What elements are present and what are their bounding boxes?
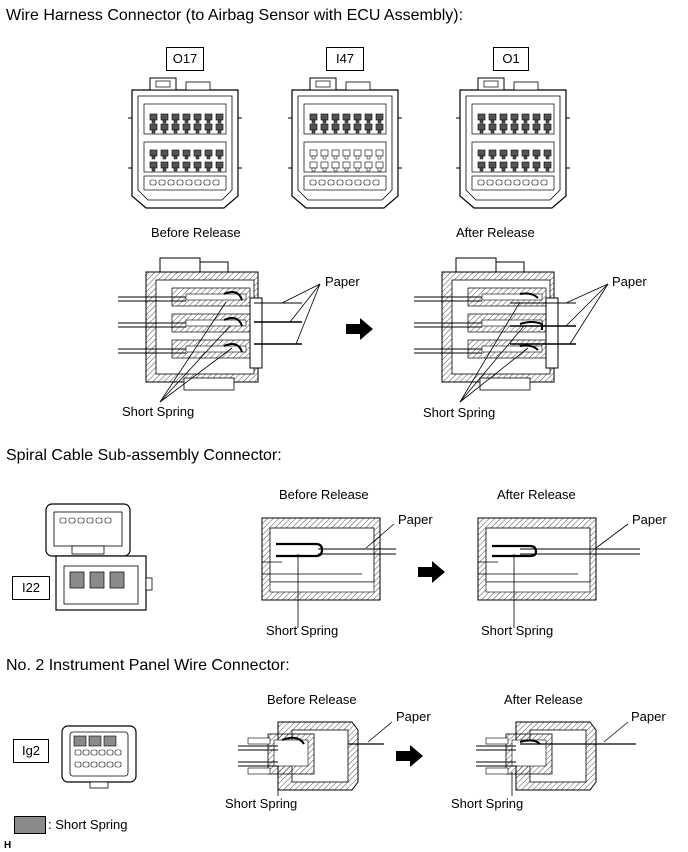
leader-lines-before-1 <box>159 283 321 403</box>
short-spring-label-before-3: Short Spring <box>225 796 298 811</box>
leader-lines-after-1 <box>459 283 609 403</box>
section-2-heading: Spiral Cable Sub-assembly Connector: <box>6 447 282 464</box>
paper-strips-before-1 <box>254 302 302 345</box>
connector-tag-i47: I47 <box>326 47 364 71</box>
connector-tag-o1: O1 <box>493 47 529 71</box>
paper-label-before-2: Paper <box>398 512 433 527</box>
connector-face-i47 <box>287 77 403 209</box>
connector-face-o17 <box>127 77 243 209</box>
paper-label-before-1: Paper <box>325 274 360 289</box>
section-3-heading: No. 2 Instrument Panel Wire Connector: <box>6 657 290 674</box>
arrow-right-2 <box>418 561 445 583</box>
short-spring-label-before-1: Short Spring <box>122 404 195 419</box>
before-release-label-3: Before Release <box>267 692 357 707</box>
before-release-label-1: Before Release <box>151 225 241 240</box>
side-view-after-2 <box>477 517 597 628</box>
connector-face-i22 <box>45 503 153 611</box>
paper-strips-after-1 <box>510 302 576 345</box>
paper-strips-after-2 <box>520 523 640 555</box>
arrow-right-1 <box>346 318 373 340</box>
paper-label-after-2: Paper <box>632 512 667 527</box>
connector-tag-ig2: Ig2 <box>13 739 49 763</box>
legend-label: : Short Spring <box>48 817 128 832</box>
short-spring-label-after-2: Short Spring <box>481 623 554 638</box>
after-release-label-3: After Release <box>504 692 583 707</box>
short-spring-label-after-1: Short Spring <box>423 405 496 420</box>
legend-swatch <box>14 816 46 834</box>
connector-tag-o17: O17 <box>166 47 204 71</box>
paper-label-after-1: Paper <box>612 274 647 289</box>
paper-strips-before-2 <box>318 523 396 555</box>
short-spring-label-before-2: Short Spring <box>266 623 339 638</box>
after-release-label-1: After Release <box>456 225 535 240</box>
paper-strips-before-3 <box>348 721 393 745</box>
side-view-before-3 <box>237 721 359 796</box>
paper-label-after-3: Paper <box>631 709 666 724</box>
arrow-right-3 <box>396 745 423 767</box>
connector-face-o1 <box>455 77 571 209</box>
paper-strips-after-3 <box>520 721 636 745</box>
side-view-before-2 <box>261 517 381 628</box>
section-1-heading: Wire Harness Connector (to Airbag Sensor… <box>6 7 464 24</box>
side-view-before-1 <box>117 257 263 391</box>
paper-label-before-3: Paper <box>396 709 431 724</box>
connector-tag-i22: I22 <box>12 576 50 600</box>
short-spring-label-after-3: Short Spring <box>451 796 524 811</box>
after-release-label-2: After Release <box>497 487 576 502</box>
side-view-after-3 <box>475 721 597 796</box>
before-release-label-2: Before Release <box>279 487 369 502</box>
side-view-after-1 <box>413 257 559 391</box>
corner-mark: H <box>4 840 12 851</box>
connector-face-ig2 <box>61 725 137 789</box>
